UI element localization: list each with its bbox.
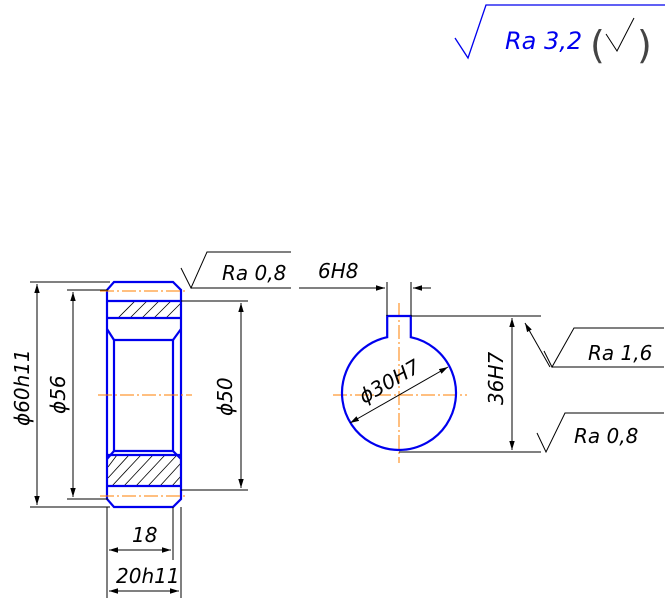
dim-keyway-depth: 36H7 [484,352,508,405]
bore-roughness-label: Ra 0,8 [574,424,638,448]
dim-line-end-bore [349,366,449,424]
keyway-roughness-label: Ra 1,6 [588,341,652,365]
bracket-check-icon [605,17,635,52]
end-view: 6H8 ϕ30H7 36H7 Ra 1,6 Ra 0,8 [299,259,664,463]
face-roughness-symbol: Ra 0,8 [180,251,291,290]
bore-roughness-symbol: Ra 0,8 [536,412,664,454]
dim-inner-width: 18 [132,523,157,547]
dim-total-width: 20h11 [116,564,180,588]
bracket-open: ( [590,23,605,67]
dim-keyway-width: 6H8 [318,259,359,283]
roughness-check-mark [454,4,665,60]
bracket-close: ) [637,23,652,67]
hatch-bottom [107,454,182,487]
bore-with-keyway [340,314,458,452]
dim-middle-diameter: ϕ56 [46,375,70,414]
keyway-roughness-symbol: Ra 1,6 [524,322,664,369]
general-roughness-symbol: Ra 3,2 ( ) [454,4,665,67]
face-roughness-label: Ra 0,8 [222,261,286,285]
dim-bore-diameter: ϕ50 [213,377,237,416]
dim-outer-diameter: ϕ60h11 [10,349,34,426]
general-roughness-label: Ra 3,2 [505,27,582,55]
hatch-top [108,300,182,319]
section-view: ϕ60h11 ϕ56 ϕ50 18 20h11 Ra 0,8 [10,251,291,598]
